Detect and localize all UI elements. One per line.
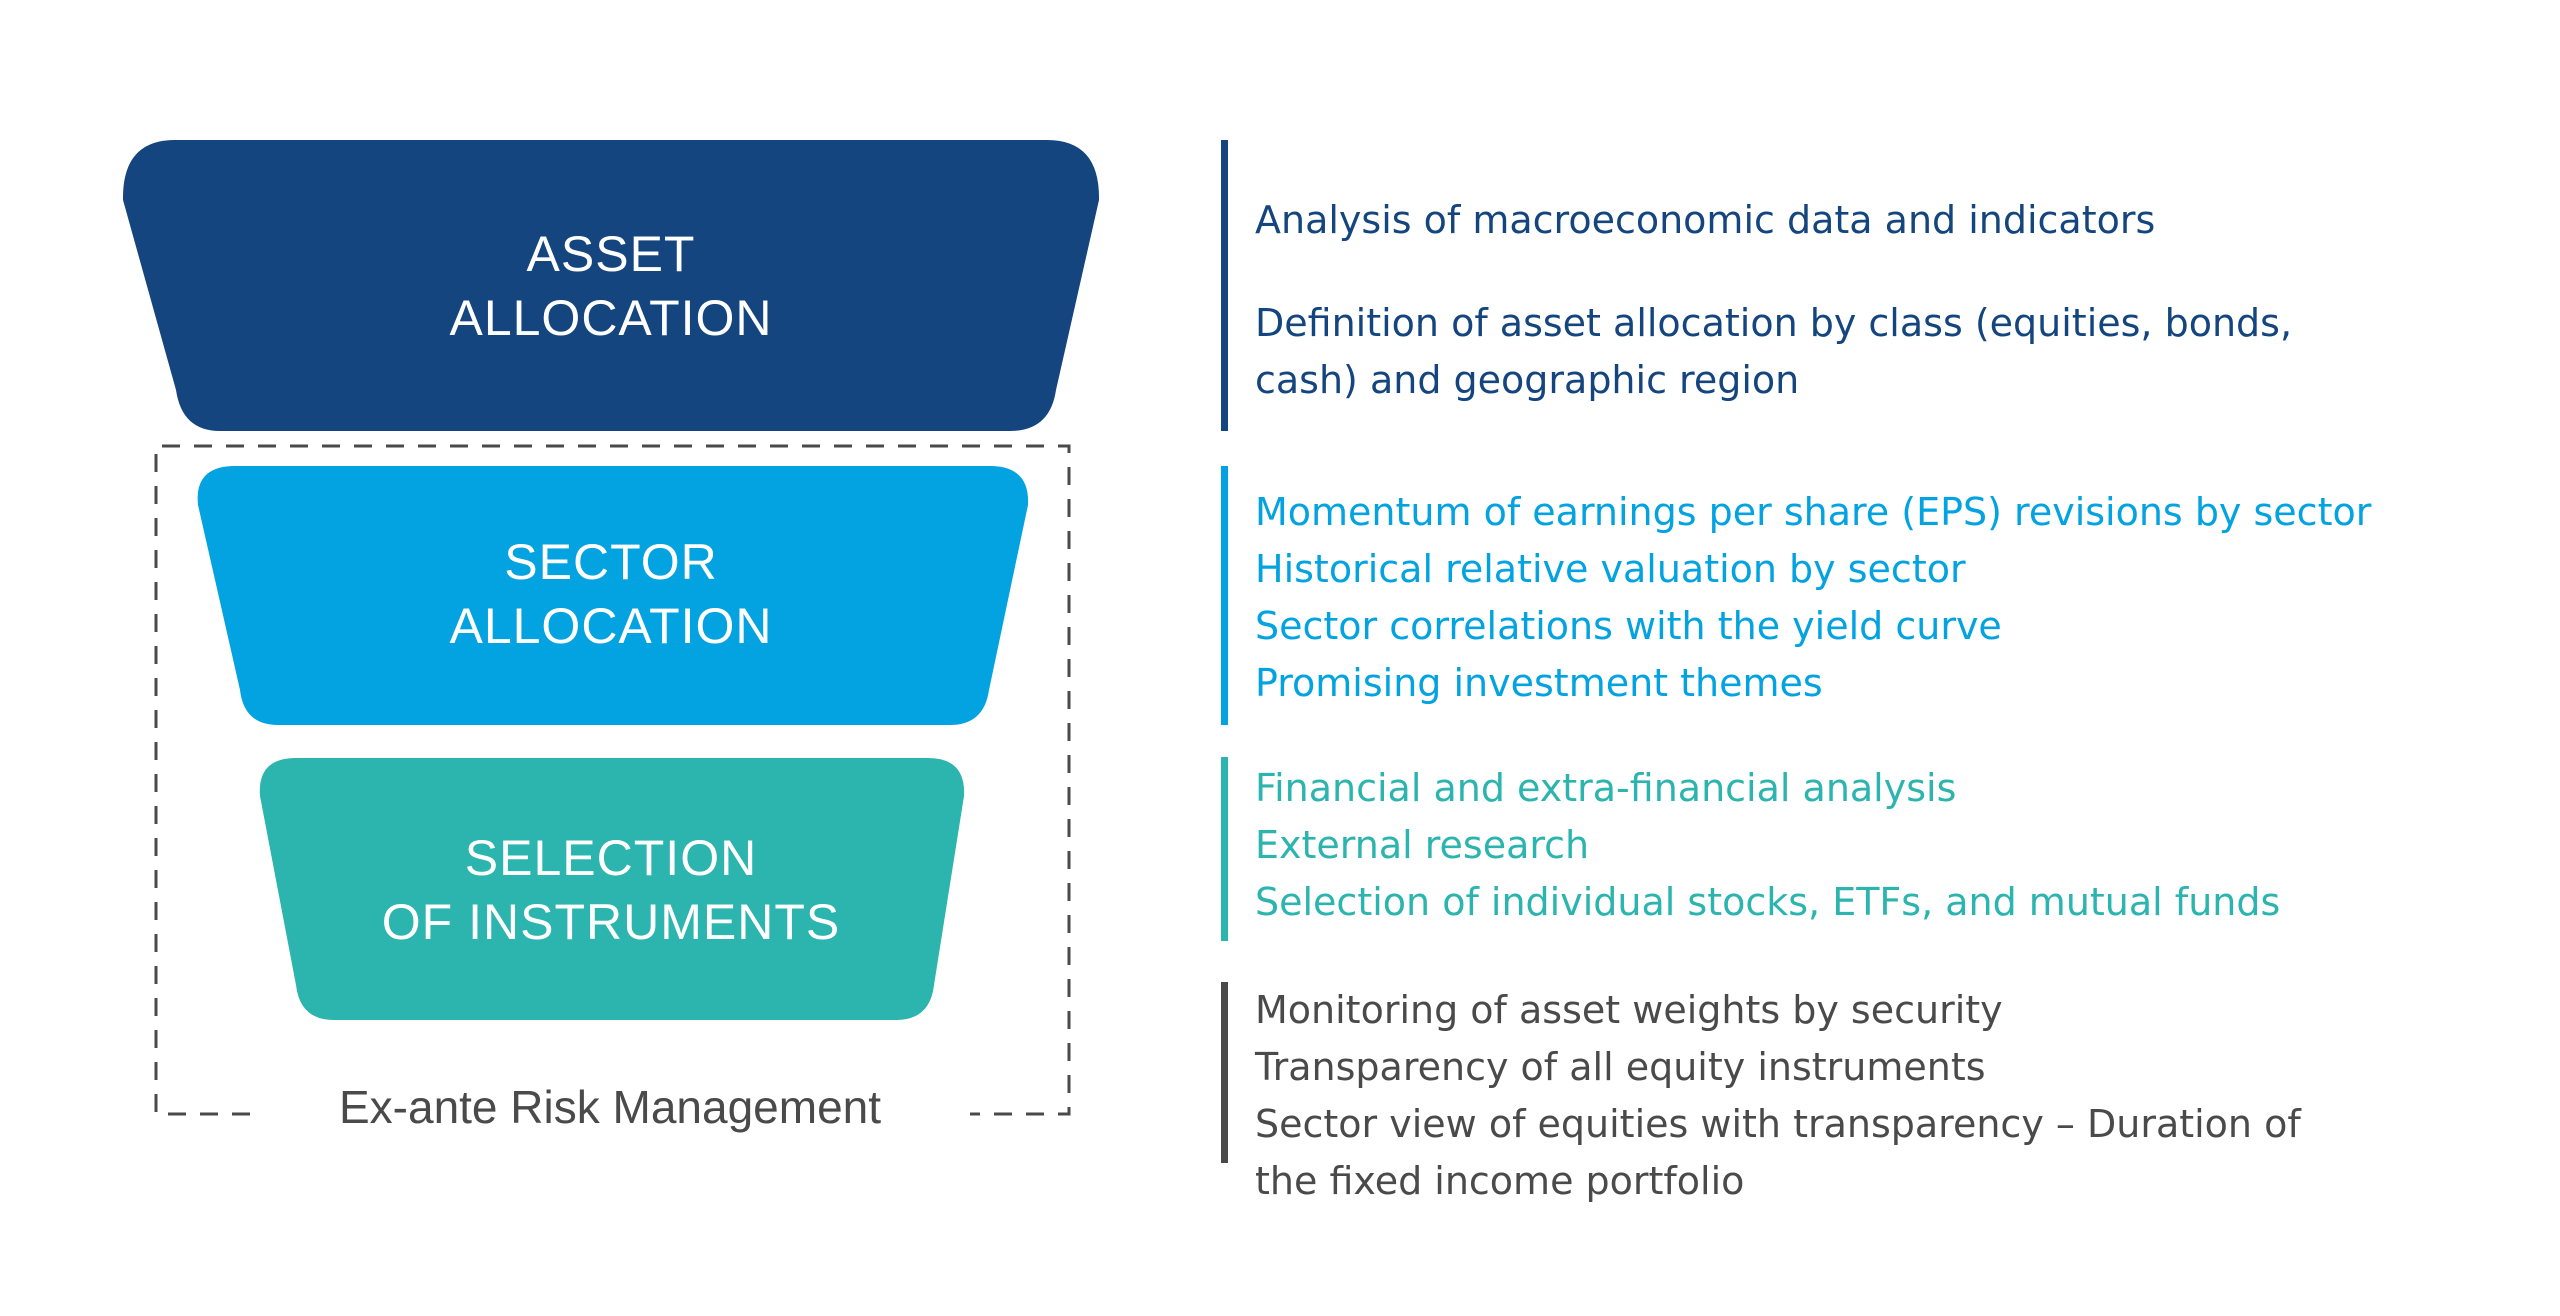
detail-line: cash) and geographic region [1255, 358, 1800, 402]
detail-line: Monitoring of asset weights by security [1255, 988, 2003, 1032]
detail-line: Sector correlations with the yield curve [1255, 604, 2002, 648]
stage-label-line: SELECTION [464, 830, 758, 886]
selection-of-instruments-label: SELECTION OF INSTRUMENTS [211, 826, 1011, 954]
stage-label-line: ALLOCATION [449, 290, 773, 346]
risk-details-text: Monitoring of asset weights by security … [1255, 982, 2301, 1210]
asset-allocation-label: ASSET ALLOCATION [211, 222, 1011, 350]
detail-line: Historical relative valuation by sector [1255, 547, 1966, 591]
selection-details-text: Financial and extra-financial analysis E… [1255, 760, 2280, 931]
stage-label-line: ALLOCATION [449, 598, 773, 654]
sector-allocation-shape [197, 466, 1029, 725]
stage-label-line: SECTOR [504, 534, 718, 590]
selection-accent-bar [1221, 757, 1228, 941]
stage-label-line: OF INSTRUMENTS [381, 894, 841, 950]
sector-accent-bar [1221, 466, 1228, 725]
detail-line: Promising investment themes [1255, 661, 1823, 705]
risk-management-label: Ex-ante Risk Management [310, 1080, 910, 1134]
sector-details-text: Momentum of earnings per share (EPS) rev… [1255, 484, 2371, 712]
sector-allocation-label: SECTOR ALLOCATION [211, 530, 1011, 658]
detail-line: Sector view of equities with transparenc… [1255, 1102, 2301, 1146]
detail-line: Analysis of macroeconomic data and indic… [1255, 198, 2156, 242]
detail-line: the fixed income portfolio [1255, 1159, 1745, 1203]
detail-line: External research [1255, 823, 1590, 867]
detail-line: Definition of asset allocation by class … [1255, 301, 2293, 345]
funnel-diagram [122, 140, 1100, 1116]
selection-of-instruments-shape [259, 758, 965, 1020]
asset-accent-bar [1221, 140, 1228, 431]
detail-spacer [1255, 249, 2292, 295]
stage-label-line: ASSET [526, 226, 696, 282]
detail-line: Selection of individual stocks, ETFs, an… [1255, 880, 2281, 924]
detail-line: Momentum of earnings per share (EPS) rev… [1255, 490, 2372, 534]
risk-management-dashed-box [154, 444, 1071, 1116]
asset-allocation-shape [122, 140, 1100, 431]
risk-accent-bar [1221, 982, 1228, 1163]
detail-line: Financial and extra-financial analysis [1255, 766, 1957, 810]
asset-details-text: Analysis of macroeconomic data and indic… [1255, 192, 2292, 409]
detail-line: Transparency of all equity instruments [1255, 1045, 1986, 1089]
